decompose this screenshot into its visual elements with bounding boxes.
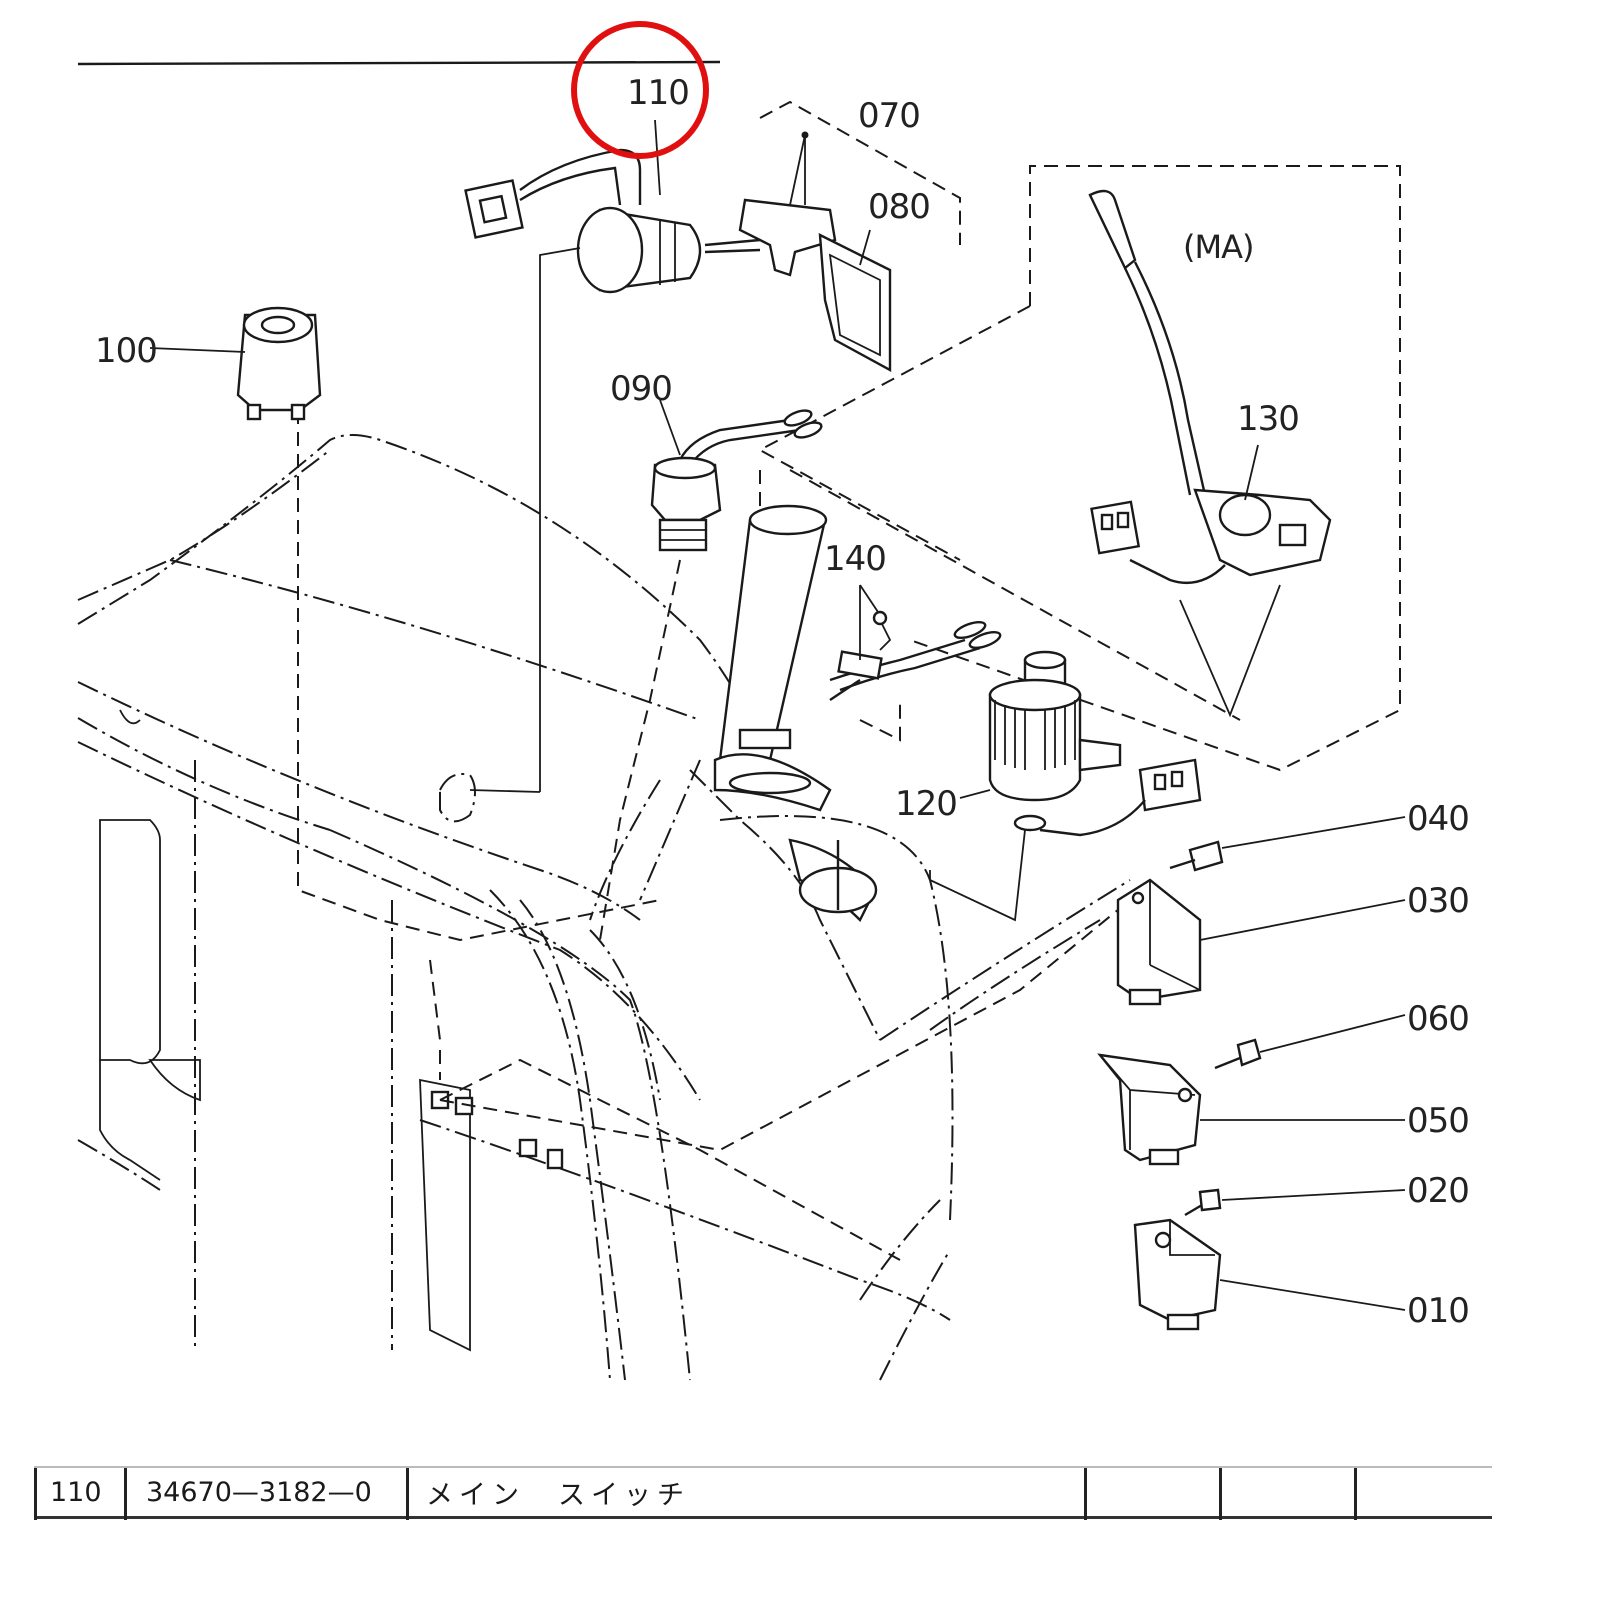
table-divider [1084, 1468, 1087, 1520]
callout-130: 130 [1237, 399, 1299, 439]
callout-leaders [439, 119, 1406, 1311]
callout-020: 020 [1407, 1171, 1469, 1211]
callout-140: 140 [824, 539, 886, 579]
callout-070: 070 [858, 96, 920, 136]
wiring-140 [829, 584, 1002, 701]
cell-description: メイン スイッチ [426, 1479, 690, 1511]
callout-110: 110 [627, 73, 689, 113]
cell-part-number: 34670—3182—0 [146, 1476, 372, 1508]
dashed-leaders [297, 100, 1401, 1261]
table-divider [1354, 1468, 1357, 1520]
callout-040: 040 [1407, 799, 1469, 839]
callout-050: 050 [1407, 1101, 1469, 1141]
switch-090 [650, 399, 823, 552]
main-switch-110 [464, 148, 761, 294]
steering-column [713, 504, 878, 923]
callout-120: 120 [895, 784, 957, 824]
cell-ref: 110 [50, 1476, 102, 1508]
callout-labels: 110 070 080 100 090 130 140 120 040 030 … [95, 73, 1470, 1331]
dashboard-panel [77, 434, 1131, 1381]
callout-060: 060 [1407, 999, 1469, 1039]
relays-right [1097, 840, 1262, 1331]
callout-030: 030 [1407, 881, 1469, 921]
table-row: 110 34670—3182—0 メイン スイッチ [34, 1466, 1492, 1520]
callout-090: 090 [610, 369, 672, 409]
table-divider [124, 1468, 127, 1520]
callout-010: 010 [1407, 1291, 1469, 1331]
table-divider [34, 1468, 37, 1520]
switch-120 [929, 650, 1202, 922]
parts-table: 110 34670—3182—0 メイン スイッチ [34, 1466, 1492, 1522]
relay-100 [149, 306, 322, 421]
key-070-080 [738, 131, 892, 373]
diagram-top-border [77, 60, 721, 66]
lever-130 [1088, 189, 1332, 718]
section-label-ma: (MA) [1183, 228, 1253, 266]
table-divider [406, 1468, 409, 1520]
callout-100: 100 [95, 331, 157, 371]
callout-080: 080 [868, 187, 930, 227]
highlight-circle [571, 21, 709, 159]
table-divider [1219, 1468, 1222, 1520]
parts-diagram: 110 070 080 100 090 130 140 120 040 030 … [77, 21, 1470, 1381]
